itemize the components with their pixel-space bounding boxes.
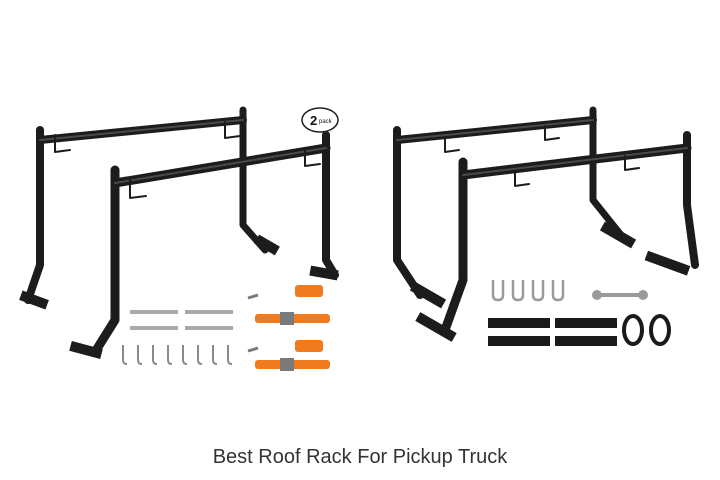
ladder-rack-left-icon: 2 pack — [19, 106, 339, 371]
right-product-image — [375, 90, 710, 380]
badge-word: pack — [319, 119, 333, 125]
ratchet-strap-icon — [247, 285, 330, 371]
j-hook-icon — [122, 345, 233, 365]
ladder-rack-right-icon — [393, 106, 699, 346]
mounting-pad-icon — [488, 318, 617, 346]
image-caption: Best Roof Rack For Pickup Truck — [212, 446, 508, 468]
left-product-image: 2 pack — [10, 90, 355, 380]
two-pack-badge: 2 pack — [301, 107, 339, 133]
wrench-icon — [592, 290, 648, 300]
badge-number: 2 — [310, 113, 317, 128]
tie-down-coil-icon — [622, 314, 671, 346]
u-bolt-icon — [491, 280, 565, 302]
